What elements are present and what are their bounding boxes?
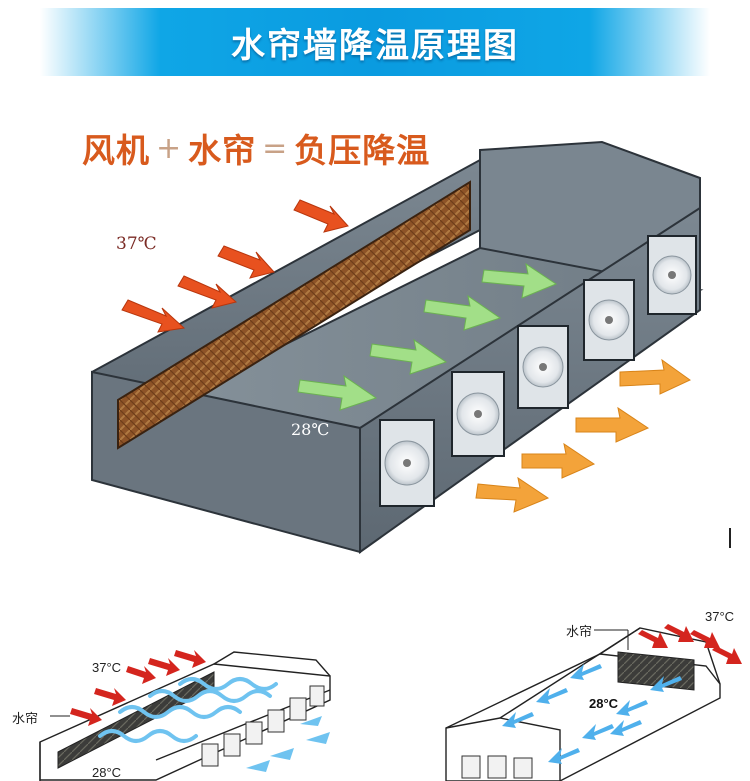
arrow-icon (148, 658, 180, 676)
fan-icon (223, 733, 241, 757)
arrow-icon (297, 374, 378, 411)
exhaust-air-arrows (475, 358, 691, 513)
arrow-icon (423, 294, 502, 331)
arrow-icon (712, 646, 742, 664)
arrow-icon (369, 338, 448, 375)
arrow-icon (575, 406, 650, 443)
arrow-icon (582, 724, 614, 740)
page-title: 水帘墙降温原理图 (231, 25, 519, 66)
lower-left-inside-temp: 28°C (92, 765, 122, 780)
arrow-icon (70, 708, 102, 726)
fan-icon (513, 757, 533, 779)
arrow-icon (664, 624, 694, 642)
arrow-icon (246, 760, 270, 772)
arrow-icon (217, 245, 275, 279)
arrow-icon (481, 262, 558, 299)
cool-air-arrows (297, 262, 558, 411)
main-inside-temp: 28℃ (291, 420, 330, 439)
fan-icon (647, 235, 697, 315)
formula-heading: 风机 + 水帘 = 负压降温 (82, 124, 430, 172)
arrow-icon (650, 676, 682, 692)
title-banner: 水帘墙降温原理图 (40, 8, 710, 76)
arrow-icon (616, 700, 648, 716)
cooling-pad (117, 180, 471, 450)
arrow-icon (94, 688, 126, 706)
fan-icon (309, 685, 325, 707)
lower-left-curtain-label: 水帘 (12, 711, 39, 726)
fan-icon (487, 755, 507, 779)
formula-equals: = (262, 130, 289, 166)
formula-result: 负压降温 (294, 131, 431, 170)
arrow-icon (270, 748, 294, 760)
lower-left-outside-temp: 37°C (92, 660, 122, 675)
fan-icon (289, 697, 307, 721)
formula-fan: 风机 (82, 131, 150, 170)
arrow-icon (300, 716, 322, 726)
lower-right-outside-temp: 37°C (705, 609, 735, 624)
hot-air-arrows (121, 199, 349, 333)
fan-icon (245, 721, 263, 745)
formula-curtain: 水帘 (188, 131, 257, 170)
arrow-icon (174, 650, 206, 668)
arrow-icon (126, 666, 156, 684)
fan-icon (517, 325, 569, 409)
arrow-icon (502, 712, 534, 728)
exhaust-fans (379, 235, 697, 507)
fan-icon (461, 755, 481, 779)
arrow-icon (548, 748, 580, 764)
arrow-icon (536, 688, 568, 704)
arrow-icon (521, 442, 596, 479)
fan-icon (201, 743, 219, 767)
fan-icon (379, 419, 435, 507)
arrow-icon (177, 275, 238, 309)
fan-icon (451, 371, 505, 457)
arrow-icon (475, 476, 550, 513)
arrow-icon (690, 630, 720, 648)
arrow-icon (293, 199, 349, 233)
arrow-icon (619, 358, 691, 395)
arrow-icon (121, 299, 186, 333)
formula-plus: + (156, 130, 183, 166)
fan-icon (583, 279, 635, 361)
arrow-icon (306, 732, 330, 744)
arrow-icon (610, 720, 642, 736)
lower-right-inside-temp: 28°C (589, 696, 619, 711)
arrow-icon (638, 630, 668, 648)
fan-icon (267, 709, 285, 733)
lower-right-curtain-label: 水帘 (566, 624, 593, 639)
main-outside-temp: 37℃ (116, 234, 157, 254)
arrow-icon (570, 664, 602, 680)
